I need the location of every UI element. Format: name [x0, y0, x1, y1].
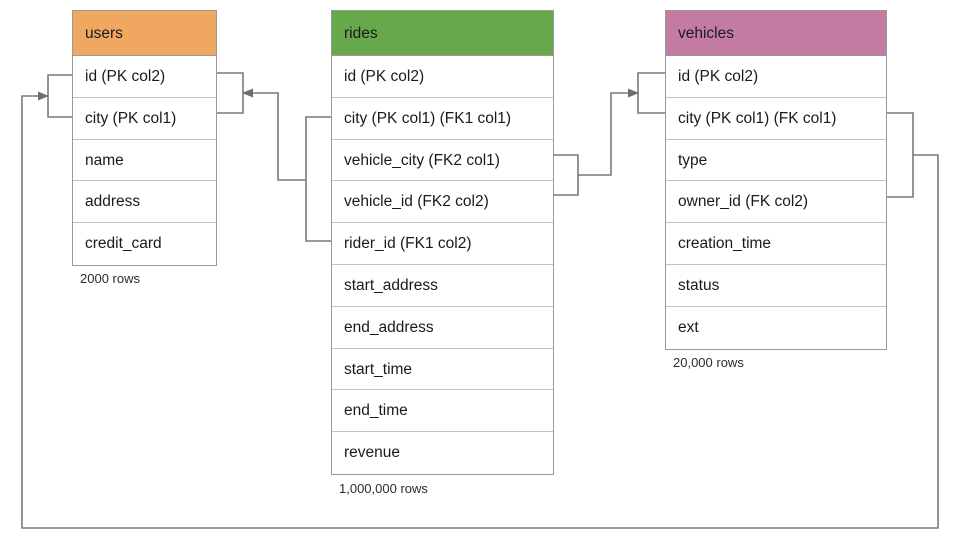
field-users-name[interactable]: name: [73, 139, 216, 182]
field-vehicles-id[interactable]: id (PK col2): [666, 56, 886, 98]
field-users-id[interactable]: id (PK col2): [73, 56, 216, 98]
field-vehicles-status[interactable]: status: [666, 264, 886, 307]
field-vehicles-creation-time[interactable]: creation_time: [666, 223, 886, 265]
connector-rides-fk1-bracket: [305, 116, 331, 242]
field-vehicles-city[interactable]: city (PK col1) (FK col1): [666, 97, 886, 140]
field-rides-city[interactable]: city (PK col1) (FK1 col1): [332, 97, 553, 140]
field-rides-start-address[interactable]: start_address: [332, 264, 553, 307]
field-rides-vehicle-city[interactable]: vehicle_city (FK2 col1): [332, 139, 553, 182]
field-users-credit-card[interactable]: credit_card: [73, 223, 216, 265]
field-vehicles-owner-id[interactable]: owner_id (FK col2): [666, 181, 886, 224]
field-users-city[interactable]: city (PK col1): [73, 97, 216, 140]
entity-users-header: users: [73, 11, 216, 56]
connector-rides-fk2-run: [578, 88, 640, 176]
entity-vehicles[interactable]: vehicles id (PK col2) city (PK col1) (FK…: [665, 10, 887, 350]
field-rides-rider-id[interactable]: rider_id (FK1 col2): [332, 223, 553, 265]
rowcount-vehicles: 20,000 rows: [673, 355, 744, 370]
rowcount-rides: 1,000,000 rows: [339, 481, 428, 496]
connector-users-right-bracket: [217, 72, 244, 114]
entity-rides[interactable]: rides id (PK col2) city (PK col1) (FK1 c…: [331, 10, 554, 475]
field-rides-revenue[interactable]: revenue: [332, 432, 553, 474]
field-rides-start-time[interactable]: start_time: [332, 348, 553, 391]
entity-rides-header: rides: [332, 11, 553, 56]
field-vehicles-type[interactable]: type: [666, 139, 886, 182]
connector-rides-fk2-bracket: [554, 154, 579, 196]
entity-vehicles-header: vehicles: [666, 11, 886, 56]
entity-users[interactable]: users id (PK col2) city (PK col1) name a…: [72, 10, 217, 266]
connector-rides-fk1-run: [241, 88, 306, 181]
field-vehicles-ext[interactable]: ext: [666, 306, 886, 349]
connector-users-left-bracket: [47, 74, 72, 118]
field-rides-vehicle-id[interactable]: vehicle_id (FK2 col2): [332, 181, 553, 224]
field-rides-id[interactable]: id (PK col2): [332, 56, 553, 98]
field-rides-end-time[interactable]: end_time: [332, 390, 553, 433]
field-users-address[interactable]: address: [73, 181, 216, 224]
connector-vehicles-left-bracket: [637, 72, 665, 114]
field-rides-end-address[interactable]: end_address: [332, 306, 553, 349]
rowcount-users: 2000 rows: [80, 271, 140, 286]
connector-vehicles-right-bracket: [887, 112, 914, 198]
